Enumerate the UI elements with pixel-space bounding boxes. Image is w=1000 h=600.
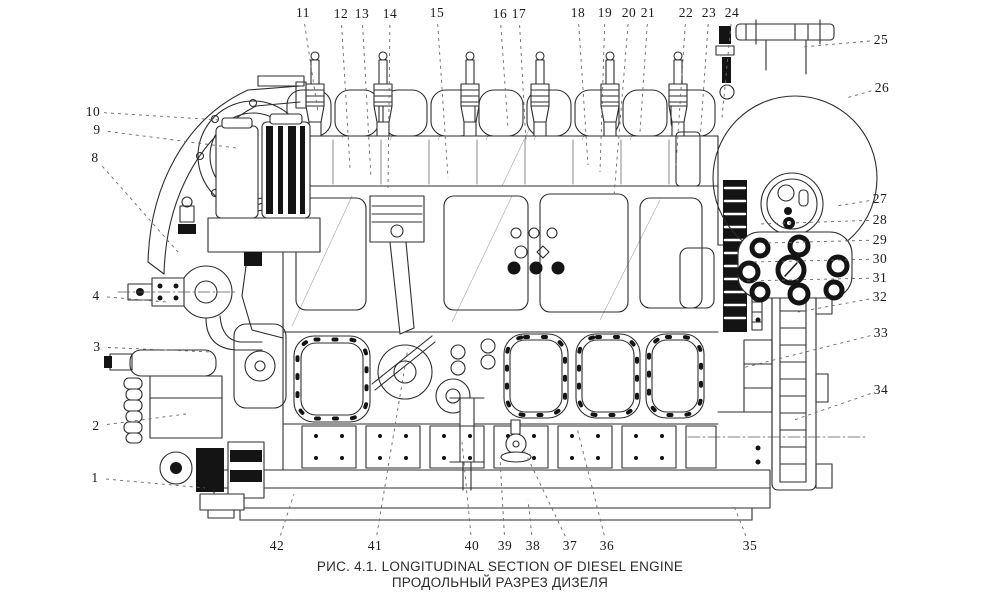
caption-line-2: ПРОДОЛЬНЫЙ РАЗРЕЗ ДИЗЕЛЯ [391,574,609,590]
callout-34: 34 [873,382,889,397]
callout-16: 16 [492,6,508,21]
callout-42: 42 [269,538,285,553]
drain-cock [500,419,532,463]
callout-39: 39 [497,538,513,553]
callout-17: 17 [511,6,527,21]
callout-36: 36 [599,538,615,553]
leader-line-24 [721,23,732,119]
leader-line-23 [699,23,709,141]
callout-19: 19 [597,5,613,20]
leader-line-25 [801,40,871,48]
callout-29: 29 [872,232,888,247]
callout-30: 30 [872,251,888,266]
callout-40: 40 [464,538,480,553]
instrument-panel [737,172,853,306]
callout-12: 12 [333,6,349,21]
callout-3: 3 [93,339,101,354]
leader-line-35 [733,505,747,536]
front-flange-and-filters [195,98,321,266]
leader-line-42 [279,493,295,536]
callout-24: 24 [724,5,740,20]
callout-21: 21 [640,5,656,20]
callout-18: 18 [570,5,586,20]
callout-28: 28 [872,212,888,227]
caption-line-1: РИС. 4.1. LONGITUDINAL SECTION OF DIESEL… [316,559,684,574]
leader-line-16 [500,24,509,129]
piston-and-crankshaft [369,195,485,491]
callout-33: 33 [873,325,889,340]
callout-8: 8 [91,150,99,165]
callout-35: 35 [742,538,758,553]
leader-line-28 [757,219,870,225]
callout-38: 38 [525,538,541,553]
leader-line-22 [675,23,686,166]
leader-line-18 [578,23,589,166]
leader-line-20 [613,23,629,197]
callout-25: 25 [873,32,889,47]
callout-22: 22 [678,5,694,20]
leader-line-15 [437,23,449,179]
crankcase-doors [293,333,705,423]
leader-line-29 [767,239,870,244]
callout-32: 32 [872,289,888,304]
callout-9: 9 [93,122,101,137]
leader-line-26 [845,90,872,99]
leader-line-38 [527,499,533,536]
leader-line-13 [362,24,372,179]
leader-line-4 [106,296,167,303]
leader-line-10 [103,112,221,121]
callout-1: 1 [91,470,99,485]
leader-line-32 [797,298,870,313]
callout-23: 23 [701,5,717,20]
callout-2: 2 [92,418,100,433]
callout-10: 10 [85,104,101,119]
callout-20: 20 [621,5,637,20]
callout-14: 14 [382,6,398,21]
air-pipe [715,19,835,100]
leader-line-36 [576,427,605,536]
leader-line-1 [105,478,206,489]
leader-line-9 [107,130,237,149]
leader-line-33 [741,335,871,369]
callout-11: 11 [296,5,310,20]
leader-line-11 [304,23,319,113]
callout-4: 4 [92,288,100,303]
oil-pump-cluster [159,441,265,519]
callout-13: 13 [354,6,370,21]
callout-26: 26 [874,80,890,95]
expansion-tank-and-hose [104,349,223,444]
centerlines [117,291,869,438]
figure-caption: РИС. 4.1. LONGITUDINAL SECTION OF DIESEL… [0,559,1000,590]
leader-line-40 [461,441,472,536]
leader-line-12 [341,24,351,169]
callout-31: 31 [872,270,888,285]
leader-line-27 [835,200,870,207]
leader-line-39 [499,457,505,536]
callout-15: 15 [429,5,445,20]
intake-pipe [147,75,307,275]
leader-line-37 [523,449,566,537]
leader-line-14 [387,24,391,189]
leader-line-3 [107,347,213,353]
leader-line-8 [101,165,179,253]
callout-37: 37 [562,538,578,553]
leader-line-31 [741,277,870,282]
callout-41: 41 [367,538,383,553]
leader-line-30 [753,258,870,263]
callout-27: 27 [872,191,888,206]
leader-line-17 [519,24,527,143]
